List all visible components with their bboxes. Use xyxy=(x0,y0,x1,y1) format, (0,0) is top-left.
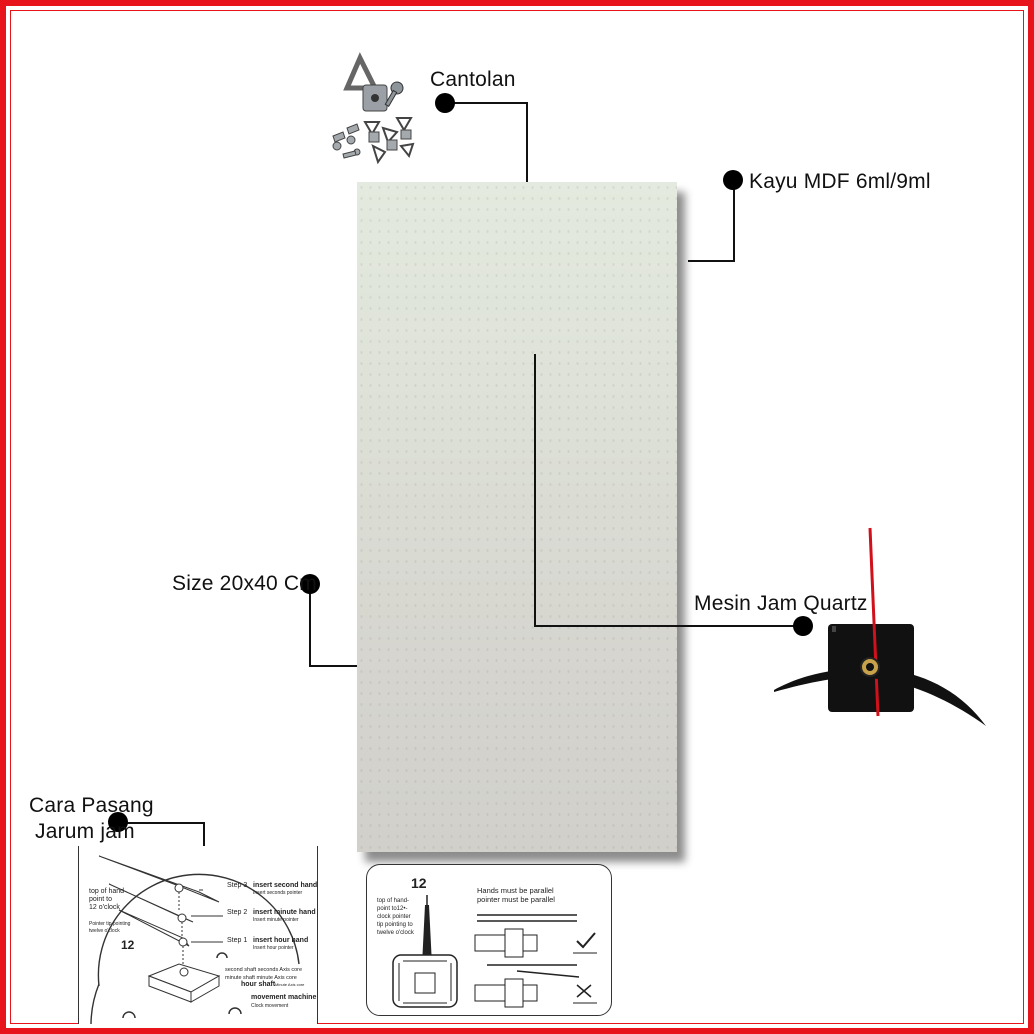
step1-label: Step 1 xyxy=(227,937,248,944)
note-top4: tip pointing to xyxy=(377,922,413,928)
callout-dot xyxy=(300,574,320,594)
step1-text: insert hour hand xyxy=(253,937,309,944)
shaft-hour: hour shaft xyxy=(241,981,276,988)
leader-line xyxy=(118,822,205,824)
movement-machine: movement machine xyxy=(251,994,317,1001)
note-top1: top of hand- xyxy=(377,898,410,904)
note-parallel1: Hands must be parallel xyxy=(477,886,554,895)
note-top2: point to12•- xyxy=(377,906,408,912)
step3-text: insert second hand xyxy=(253,882,318,889)
note-pointer-tip: Pointer tip pointing xyxy=(89,921,131,927)
parallel-hands-diagram: 12 top of hand- point to12•- clock point… xyxy=(366,864,612,1016)
note-top-of-hand: top of hand xyxy=(89,888,125,895)
callout-dot xyxy=(793,616,813,636)
step2-sub: Insert minute pointer xyxy=(253,917,299,923)
note-point-to: point to xyxy=(89,896,112,903)
label-size: Size 20x40 Cm xyxy=(172,572,317,595)
note-twelve-sm: twelve o'clock xyxy=(89,928,120,934)
movement-machine-sub: Clock movement xyxy=(251,1003,289,1009)
mdf-board xyxy=(357,182,677,852)
note-top5: twelve o'clock xyxy=(377,930,414,936)
leader-line xyxy=(526,102,528,182)
step3-sub: Insert seconds pointer xyxy=(253,890,303,896)
step1-sub: Insert hour pointer xyxy=(253,945,294,951)
step3-label: Step 3 xyxy=(227,882,248,889)
note-top3: clock pointer xyxy=(377,914,411,920)
note-twelve: 12 o'clock xyxy=(89,904,120,911)
quartz-movement-icon xyxy=(774,527,986,726)
shaft-hour-sub: Minute Axis core xyxy=(275,982,305,987)
note-parallel2: pointer must be parallel xyxy=(477,895,555,904)
leader-line xyxy=(446,102,527,104)
label-cara-pasang: Cara Pasang xyxy=(29,794,154,817)
leader-line xyxy=(309,584,311,667)
clock-hands-exploded-icon xyxy=(90,855,300,1024)
shaft-second: second shaft seconds Axis core xyxy=(225,967,303,973)
label-mesin-jam: Mesin Jam Quartz xyxy=(694,592,868,615)
callout-dot xyxy=(108,812,128,832)
leader-line xyxy=(534,625,802,627)
leader-line xyxy=(534,354,536,627)
hand-installation-diagram: top of hand point to 12 o'clock Pointer … xyxy=(78,846,318,1024)
inner-frame xyxy=(10,10,1024,1024)
label-cantolan: Cantolan xyxy=(430,68,516,91)
clock-number-12: 12 xyxy=(121,938,135,952)
leader-line xyxy=(688,260,734,262)
leader-line xyxy=(733,181,735,262)
step2-label: Step 2 xyxy=(227,909,248,916)
shaft-minute: minute shaft minute Axis core xyxy=(225,975,297,981)
leader-line xyxy=(309,665,357,667)
callout-dot xyxy=(723,170,743,190)
hanger-hardware-icon xyxy=(332,52,415,165)
label-jarum-jam: Jarum jam xyxy=(35,820,135,843)
callout-dot xyxy=(435,93,455,113)
label-kayu-mdf: Kayu MDF 6ml/9ml xyxy=(749,170,931,193)
parallel-hands-illustration xyxy=(392,895,597,1008)
step2-text: insert minute hand xyxy=(253,909,316,916)
clock-number-12: 12 xyxy=(411,875,427,891)
